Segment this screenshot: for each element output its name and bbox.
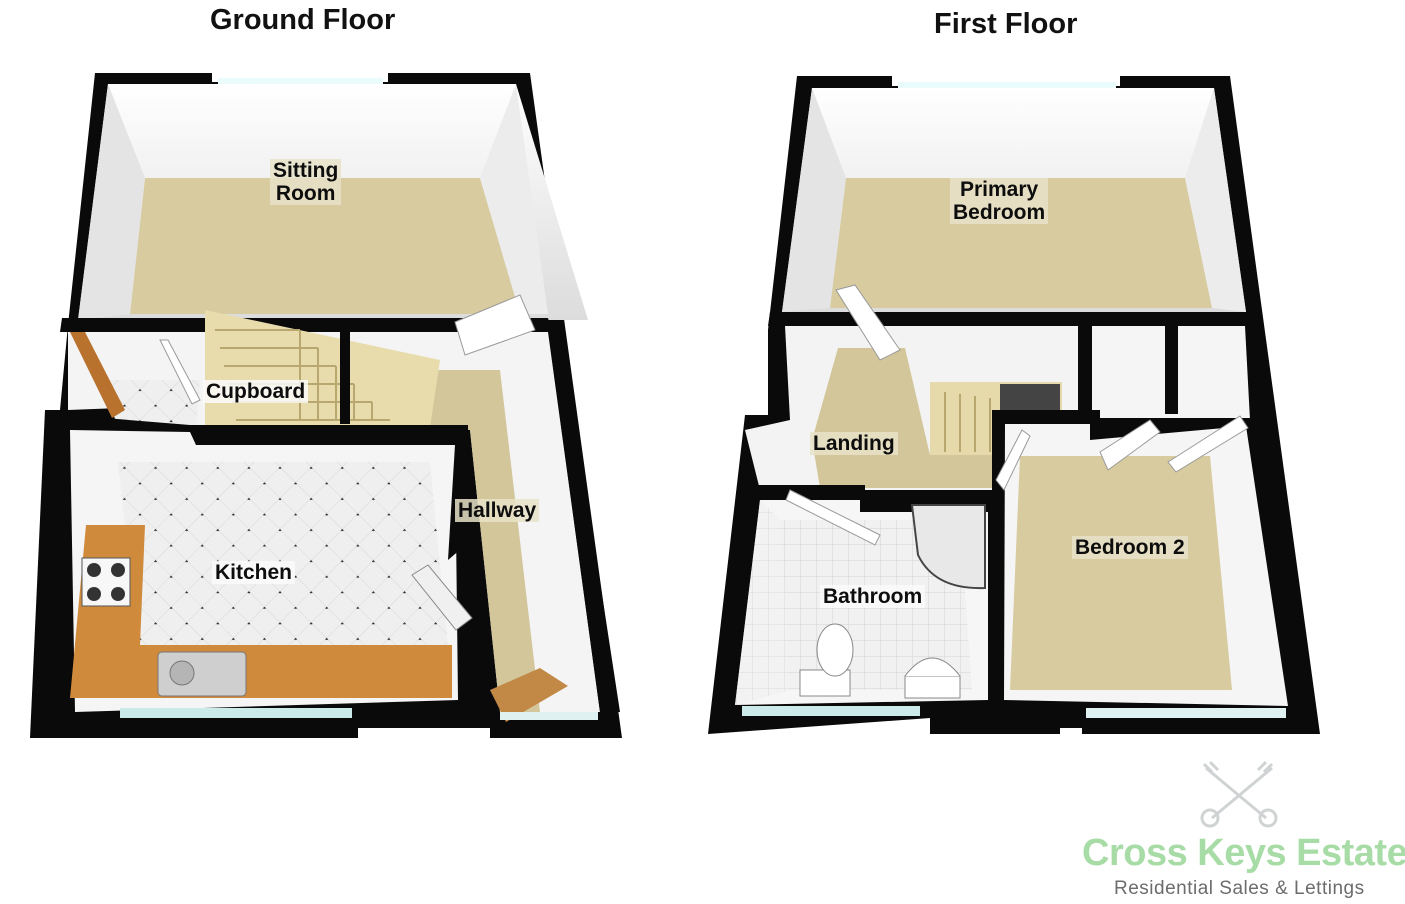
room-label-cupboard: Cupboard: [203, 380, 309, 403]
bedroom2-floor: [1010, 456, 1232, 690]
primary-bedroom-floor: [830, 178, 1212, 308]
brand-name: Cross Keys Estates: [1082, 832, 1405, 874]
crossed-keys-icon: [1200, 760, 1278, 828]
cupboard-floor: [100, 380, 200, 432]
kitchen-radiator: [411, 564, 473, 631]
room-label-kitchen: Kitchen: [212, 561, 296, 584]
cupboard-door: [70, 332, 125, 418]
ground-floor-plan: [30, 73, 622, 738]
ground-right-wall: [548, 320, 620, 712]
ground-floor-title: Ground Floor: [210, 4, 396, 36]
hallway-floor: [430, 370, 540, 712]
room-label-sitting-room: Sitting Room: [270, 159, 342, 205]
toilet: [799, 623, 854, 697]
brand-tagline: Residential Sales & Lettings: [1114, 878, 1365, 899]
room-label-primary-bedroom: Primary Bedroom: [950, 178, 1049, 224]
sitting-room-floor: [130, 178, 520, 314]
first-floor-title: First Floor: [934, 8, 1078, 40]
front-door: [490, 668, 568, 722]
shower-enclosure: [910, 504, 986, 590]
room-label-hallway: Hallway: [455, 499, 540, 522]
room-label-bathroom: Bathroom: [820, 585, 926, 608]
room-label-bedroom-2: Bedroom 2: [1072, 536, 1188, 559]
basin: [904, 657, 961, 699]
kitchen-floor: [118, 462, 448, 648]
first-floor-plan: [708, 76, 1320, 734]
room-label-landing: Landing: [810, 432, 898, 455]
